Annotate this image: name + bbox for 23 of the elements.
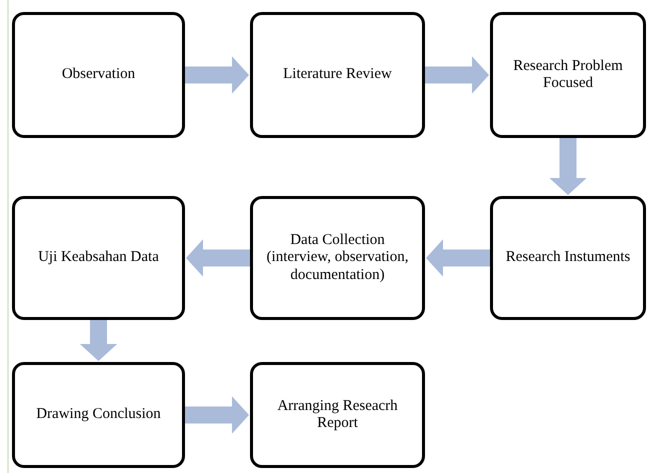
process-box xyxy=(490,12,646,138)
step-label: Data Collection (interview, observation, documentation) xyxy=(266,232,410,284)
step-label: Literature Review xyxy=(283,66,392,84)
block-arrow xyxy=(186,239,250,277)
process-box xyxy=(490,196,646,320)
step-label: Arranging Reseacrh Report xyxy=(276,398,399,432)
block-arrow xyxy=(185,396,249,434)
block-arrow xyxy=(185,56,249,94)
step-label: Research Problem Focused xyxy=(512,58,624,92)
step-label: Research Instuments xyxy=(506,249,630,267)
process-box xyxy=(250,12,425,138)
step-label: Observation xyxy=(62,66,136,84)
block-arrow xyxy=(425,56,489,94)
block-arrow xyxy=(80,320,118,361)
process-box xyxy=(12,12,185,138)
process-box xyxy=(12,196,185,320)
step-label: Drawing Conclusion xyxy=(36,406,161,424)
step-label: Uji Keabsahan Data xyxy=(38,249,159,267)
process-box xyxy=(250,196,425,320)
process-box xyxy=(12,362,185,468)
block-arrow xyxy=(549,138,587,195)
block-arrow xyxy=(426,239,490,277)
process-box xyxy=(250,362,425,468)
